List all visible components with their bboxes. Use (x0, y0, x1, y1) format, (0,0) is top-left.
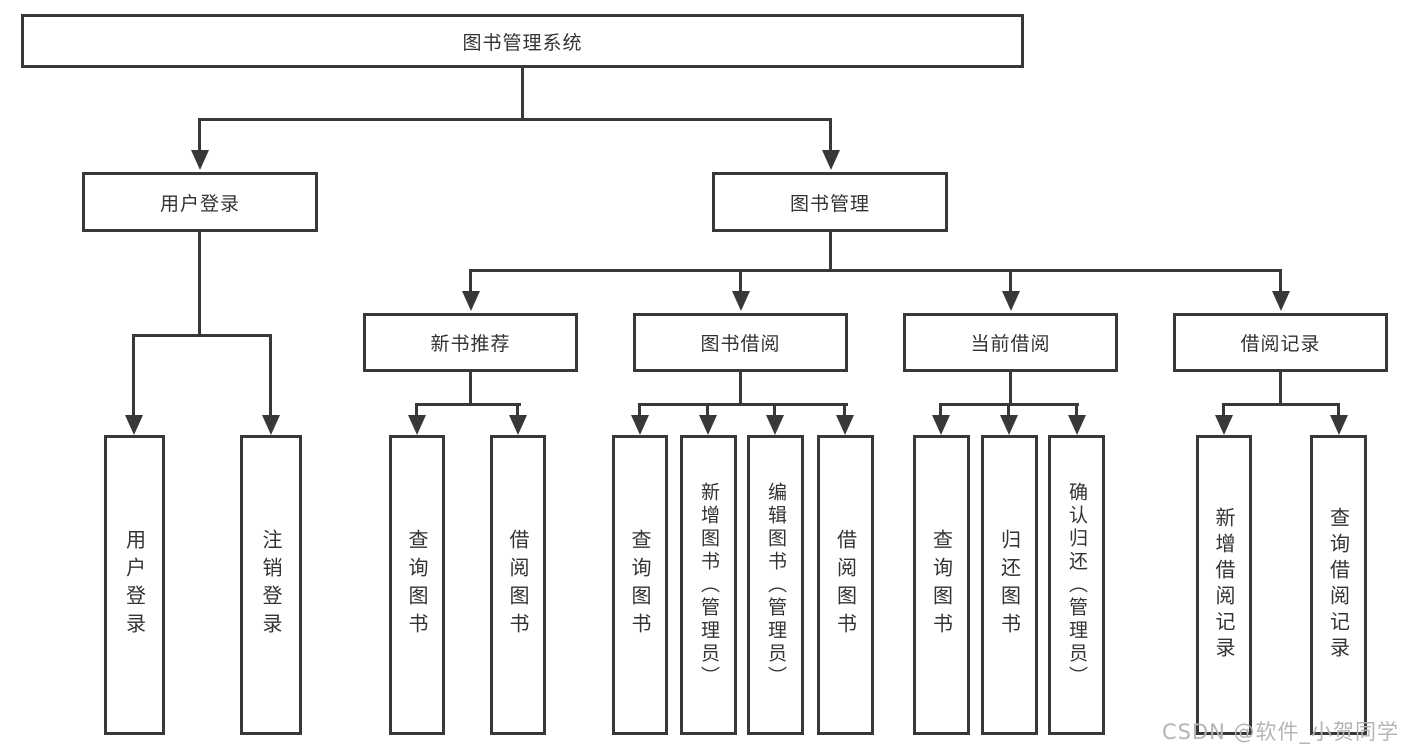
node-label: 用户登录 (159, 192, 240, 215)
node-label: 查询图书 (405, 529, 429, 641)
node-new-book-recommend: 新书推荐 (363, 313, 578, 372)
arrow-to-borrow-icon (732, 291, 750, 311)
connector-borrow-leaf4 (843, 403, 846, 417)
connector-bookmgmt-drop (829, 232, 832, 272)
arrow-to-leaf-login-icon (125, 415, 143, 435)
connector-current-leaf2 (1007, 403, 1010, 417)
node-book-management: 图书管理 (712, 172, 948, 232)
leaf-logout-login: 注销登录 (240, 435, 302, 735)
connector-records-rail (1222, 403, 1340, 406)
connector-to-book-mgmt (829, 118, 832, 152)
connector-current-leaf3 (1075, 403, 1078, 417)
connector-to-borrow (739, 269, 742, 293)
arrow-current-leaf1-icon (932, 415, 950, 435)
connector-to-current (1009, 269, 1012, 293)
arrow-newbook-leaf2-icon (509, 415, 527, 435)
node-label: 当前借阅 (970, 333, 1051, 355)
leaf-return-books: 归还图书 (981, 435, 1038, 735)
arrow-to-new-book-icon (462, 291, 480, 311)
leaf-confirm-return-admin: 确认归还（管理员） (1048, 435, 1105, 735)
node-label: 查询图书 (628, 529, 652, 641)
arrow-to-user-login-icon (191, 150, 209, 170)
connector-borrow-drop (739, 372, 742, 406)
leaf-add-borrow-record: 新增借阅记录 (1196, 435, 1252, 735)
node-label: 新书推荐 (430, 333, 511, 355)
leaf-edit-books-admin: 编辑图书（管理员） (747, 435, 804, 735)
connector-records-leaf2 (1337, 403, 1340, 417)
node-label: 借阅图书 (506, 529, 530, 641)
node-label: 编辑图书（管理员） (765, 481, 787, 689)
connector-userlogin-drop (198, 232, 201, 337)
connector-to-records (1279, 269, 1282, 293)
leaf-query-books-recommend: 查询图书 (389, 435, 445, 735)
arrow-borrow-leaf4-icon (836, 415, 854, 435)
leaf-query-books-current: 查询图书 (913, 435, 970, 735)
arrow-to-book-mgmt-icon (822, 150, 840, 170)
node-label: 图书管理系统 (462, 31, 583, 54)
connector-records-drop (1279, 372, 1282, 406)
node-borrow-records: 借阅记录 (1173, 313, 1388, 372)
node-label: 借阅记录 (1240, 333, 1321, 355)
node-label: 新增图书（管理员） (698, 481, 720, 689)
node-label: 查询借阅记录 (1326, 507, 1351, 663)
node-label: 注销登录 (259, 529, 283, 641)
connector-newbook-leaf1 (415, 403, 418, 417)
arrow-borrow-leaf3-icon (766, 415, 784, 435)
arrow-current-leaf2-icon (1000, 415, 1018, 435)
arrow-records-leaf2-icon (1330, 415, 1348, 435)
connector-to-user-login (198, 118, 201, 152)
leaf-query-borrow-record: 查询借阅记录 (1310, 435, 1367, 735)
leaf-borrow-books-recommend: 借阅图书 (490, 435, 546, 735)
arrow-newbook-leaf1-icon (408, 415, 426, 435)
arrow-records-leaf1-icon (1215, 415, 1233, 435)
connector-current-leaf1 (939, 403, 942, 417)
leaf-user-login: 用户登录 (104, 435, 165, 735)
connector-borrow-rail (638, 403, 848, 406)
arrow-to-current-icon (1002, 291, 1020, 311)
connector-root-rail (198, 118, 832, 121)
node-current-borrow: 当前借阅 (903, 313, 1118, 372)
connector-newbook-drop (469, 372, 472, 406)
connector-to-new-book (469, 269, 472, 293)
arrow-to-leaf-logout-icon (262, 415, 280, 435)
node-label: 新增借阅记录 (1212, 507, 1236, 663)
connector-to-leaf-logout (269, 334, 272, 417)
connector-borrow-leaf2 (706, 403, 709, 417)
csdn-watermark: CSDN @软件_小贺同学 (1161, 720, 1399, 744)
connector-root-drop (521, 68, 524, 120)
leaf-borrow-books: 借阅图书 (817, 435, 874, 735)
arrow-current-leaf3-icon (1068, 415, 1086, 435)
node-label: 图书管理 (789, 192, 870, 215)
connector-current-drop (1009, 372, 1012, 406)
arrow-borrow-leaf2-icon (699, 415, 717, 435)
connector-borrow-leaf1 (638, 403, 641, 417)
node-label: 借阅图书 (833, 529, 858, 641)
connector-records-leaf1 (1222, 403, 1225, 417)
leaf-add-books-admin: 新增图书（管理员） (680, 435, 737, 735)
connector-bookmgmt-rail (469, 269, 1282, 272)
connector-newbook-rail (415, 403, 521, 406)
leaf-query-books-borrow: 查询图书 (612, 435, 668, 735)
connector-newbook-leaf2 (516, 403, 519, 417)
connector-to-leaf-login (132, 334, 135, 417)
node-label: 确认归还（管理员） (1066, 481, 1088, 689)
arrow-to-records-icon (1272, 291, 1290, 311)
connector-userlogin-rail (132, 334, 272, 337)
node-label: 归还图书 (997, 529, 1022, 641)
connector-borrow-leaf3 (773, 403, 776, 417)
node-book-borrow: 图书借阅 (633, 313, 848, 372)
node-user-login: 用户登录 (82, 172, 318, 232)
arrow-borrow-leaf1-icon (631, 415, 649, 435)
node-root-system: 图书管理系统 (21, 14, 1024, 68)
node-label: 查询图书 (929, 529, 954, 641)
node-label: 图书借阅 (700, 333, 781, 355)
node-label: 用户登录 (122, 529, 147, 641)
